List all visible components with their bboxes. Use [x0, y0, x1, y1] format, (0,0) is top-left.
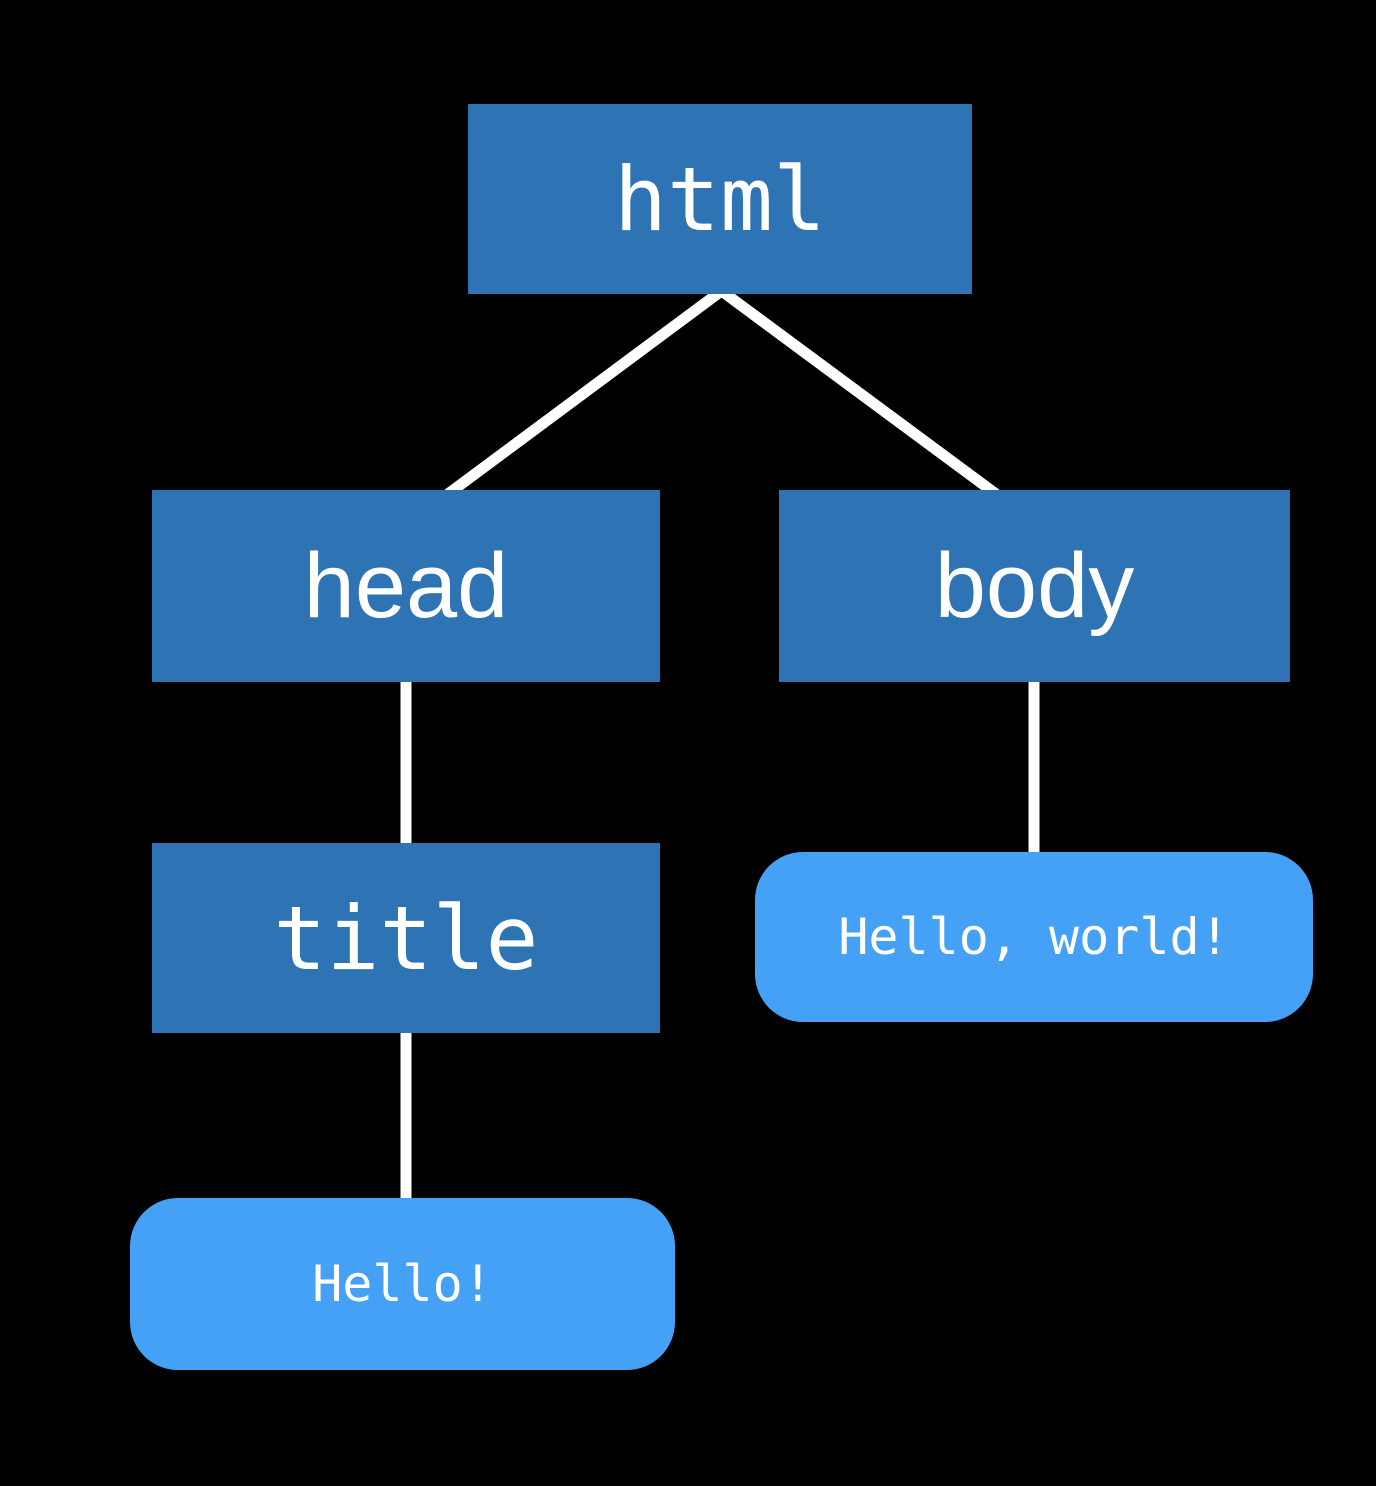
node-text-hello-world: Hello, world! [755, 852, 1313, 1022]
node-html-label: html [614, 147, 826, 251]
node-html: html [468, 104, 972, 294]
node-text-hello-label: Hello! [312, 1255, 493, 1313]
node-body: body [779, 490, 1290, 682]
node-head-label: head [303, 534, 509, 637]
connector-html-body [719, 287, 1000, 499]
node-text-hello: Hello! [130, 1198, 675, 1370]
node-body-label: body [934, 534, 1135, 637]
connector-html-head [444, 287, 724, 499]
node-head: head [152, 490, 660, 682]
node-text-hello-world-label: Hello, world! [838, 908, 1230, 966]
node-title: title [152, 843, 660, 1033]
node-title-label: title [273, 886, 539, 990]
